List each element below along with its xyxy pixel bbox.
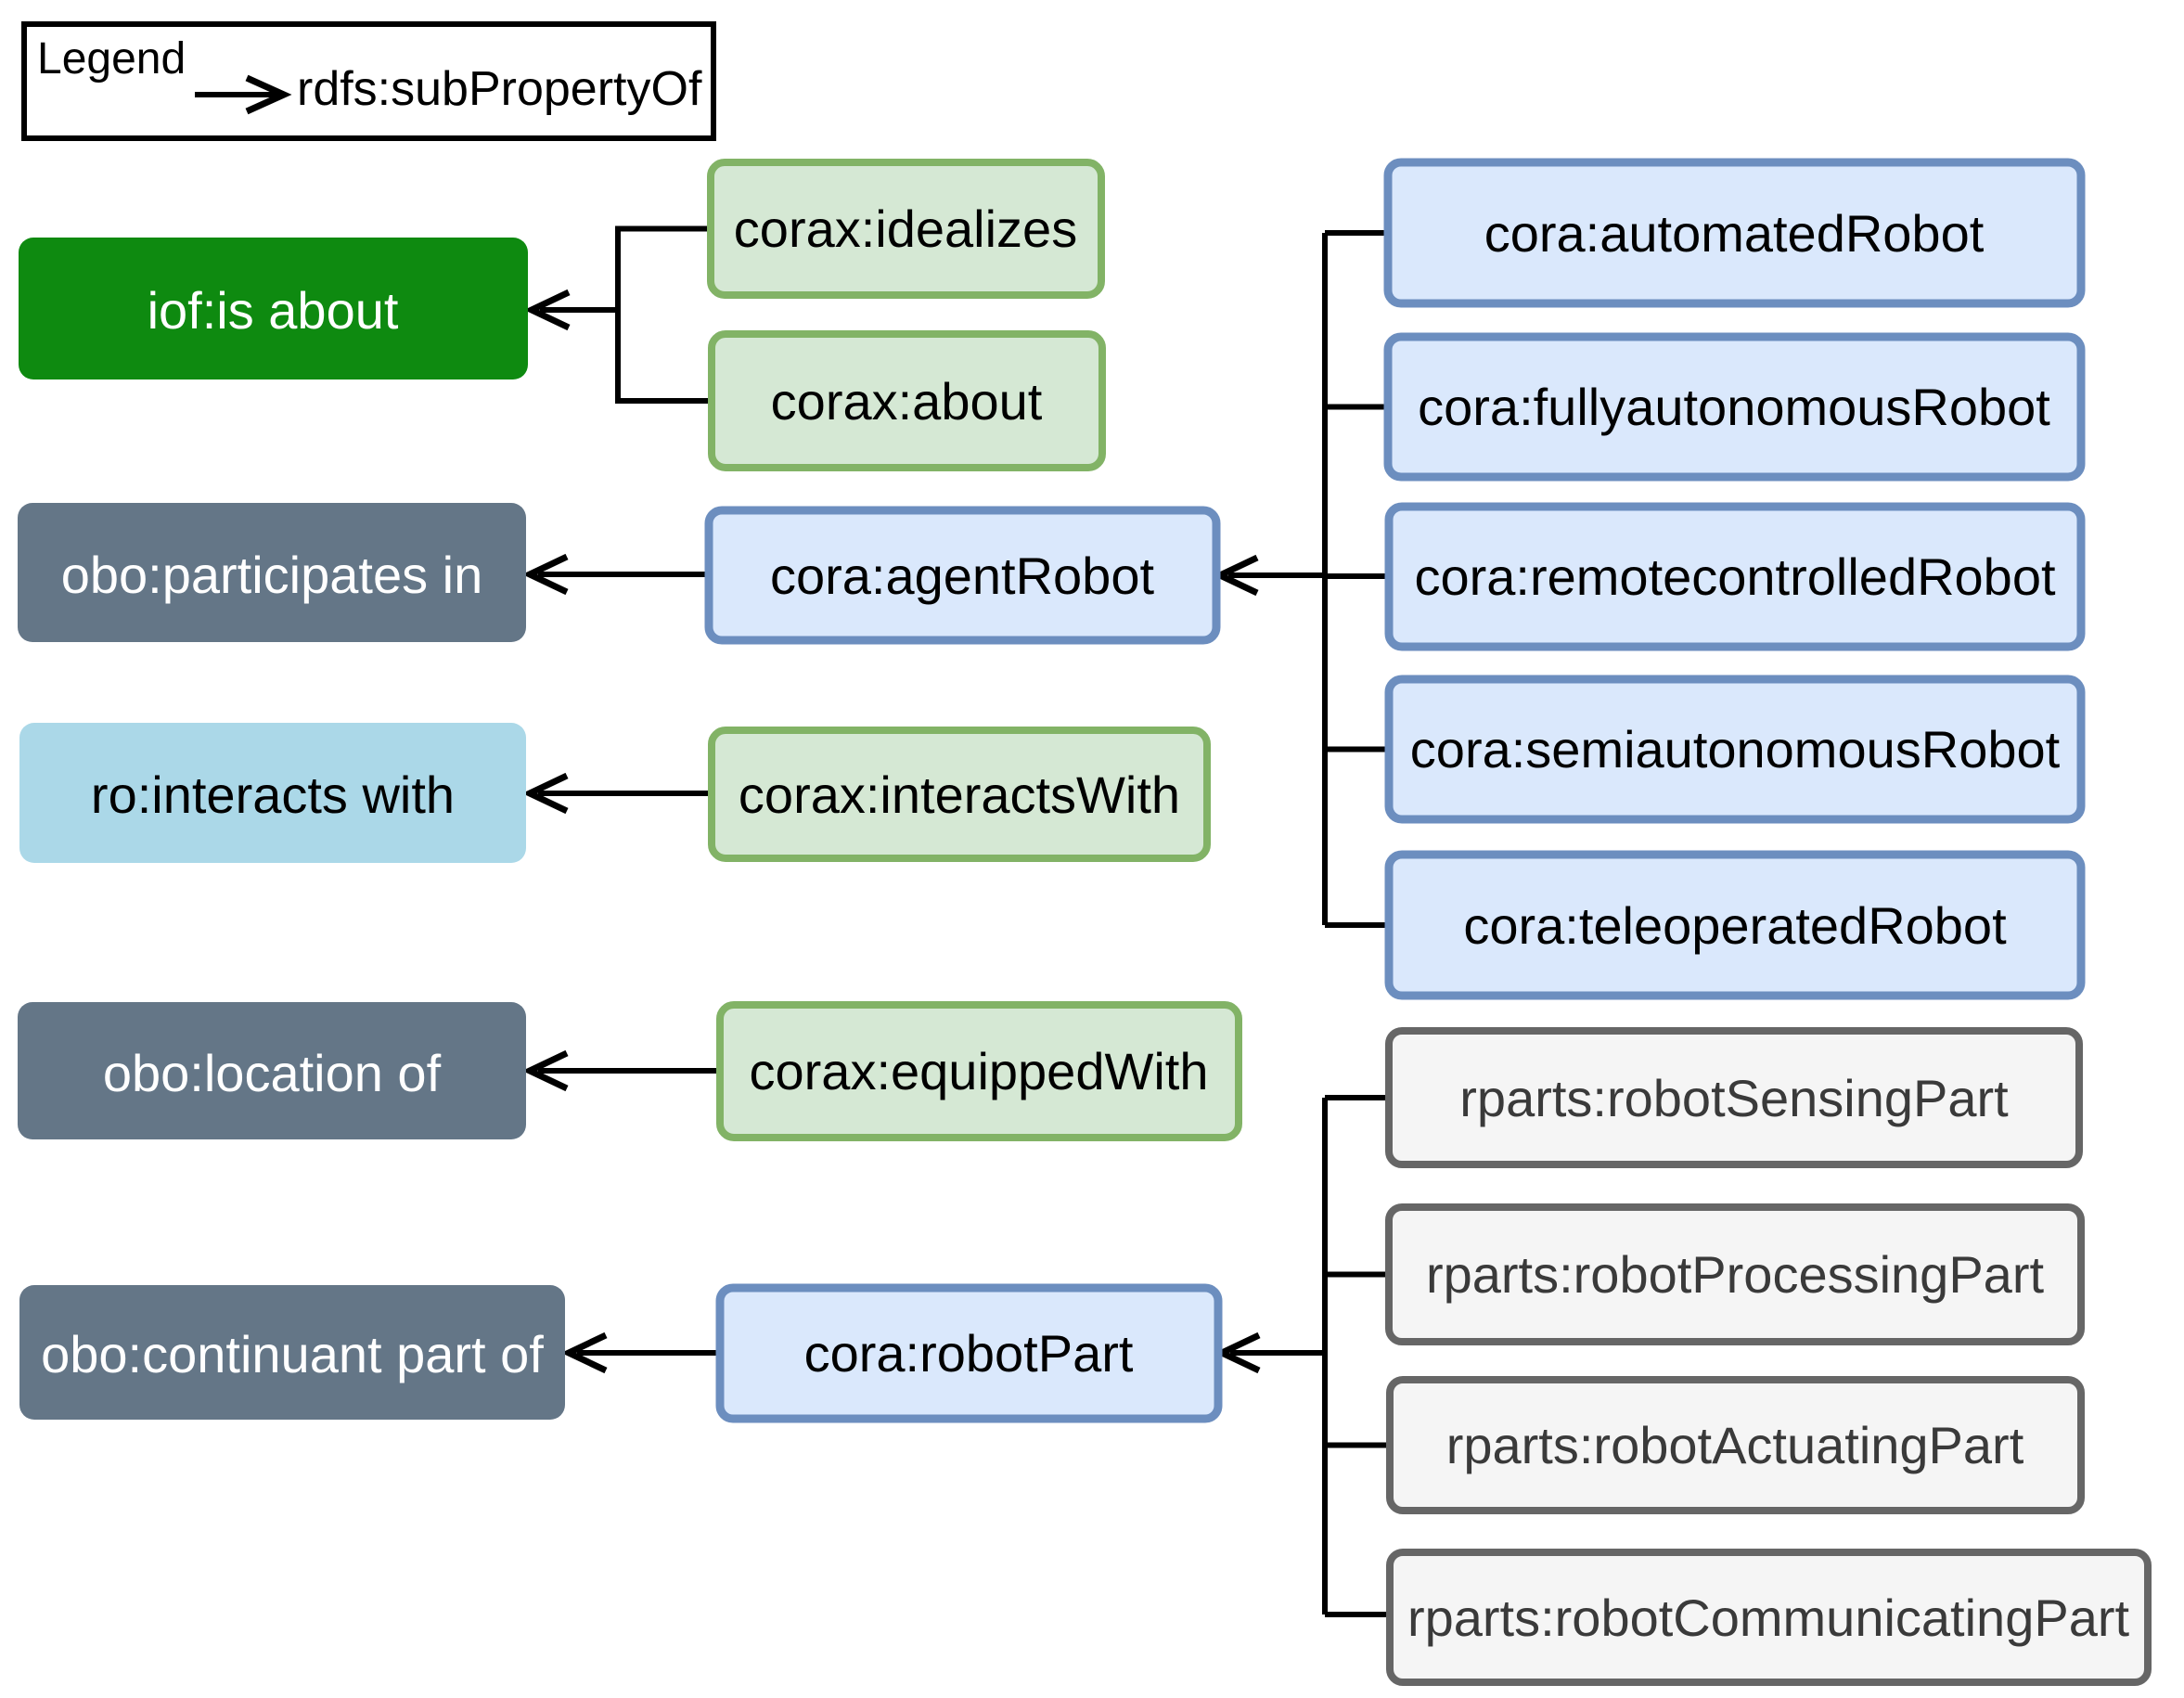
svg-text:corax:interactsWith: corax:interactsWith: [739, 765, 1180, 824]
svg-text:corax:idealizes: corax:idealizes: [734, 199, 1077, 258]
svg-text:cora:robotPart: cora:robotPart: [804, 1324, 1134, 1383]
svg-text:rparts:robotActuatingPart: rparts:robotActuatingPart: [1446, 1416, 2024, 1474]
svg-text:ro:interacts with: ro:interacts with: [91, 765, 455, 824]
svg-text:rparts:robotCommunicatingPart: rparts:robotCommunicatingPart: [1407, 1589, 2130, 1647]
svg-text:rparts:robotProcessingPart: rparts:robotProcessingPart: [1426, 1245, 2045, 1304]
svg-text:obo:participates in: obo:participates in: [61, 546, 483, 604]
svg-text:Legend: Legend: [37, 34, 186, 84]
svg-text:corax:equippedWith: corax:equippedWith: [750, 1042, 1209, 1100]
svg-text:cora:teleoperatedRobot: cora:teleoperatedRobot: [1463, 896, 2007, 955]
svg-text:cora:agentRobot: cora:agentRobot: [770, 547, 1155, 605]
svg-text:cora:automatedRobot: cora:automatedRobot: [1484, 204, 1985, 263]
svg-text:rdfs:subPropertyOf: rdfs:subPropertyOf: [297, 62, 702, 116]
svg-text:iof:is about: iof:is about: [148, 281, 399, 340]
svg-text:corax:about: corax:about: [771, 372, 1043, 431]
svg-text:obo:location of: obo:location of: [103, 1044, 442, 1102]
svg-text:rparts:robotSensingPart: rparts:robotSensingPart: [1459, 1069, 2009, 1127]
svg-text:cora:fullyautonomousRobot: cora:fullyautonomousRobot: [1418, 378, 2050, 436]
svg-text:cora:semiautonomousRobot: cora:semiautonomousRobot: [1410, 720, 2061, 778]
svg-text:cora:remotecontrolledRobot: cora:remotecontrolledRobot: [1414, 547, 2055, 606]
svg-text:obo:continuant part of: obo:continuant part of: [41, 1325, 544, 1383]
